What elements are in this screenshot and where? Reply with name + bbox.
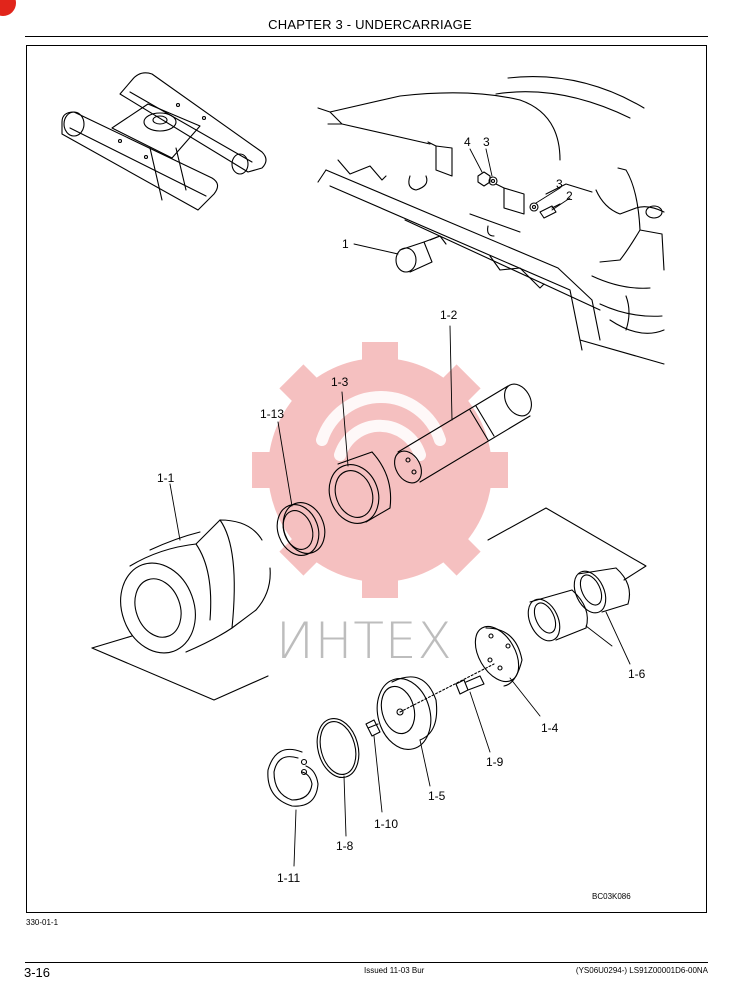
platform-line-left — [91, 635, 133, 649]
platform-line-right — [487, 507, 647, 581]
document-code: (YS06U0294-) LS91Z00001D6-00NA — [575, 966, 708, 975]
watermark-gear-logo — [252, 342, 508, 598]
callout-1-13: 1-13 — [260, 407, 285, 421]
callout-1-4: 1-4 — [541, 721, 559, 735]
footer-rule — [25, 962, 708, 963]
bushing-1-6 — [527, 567, 631, 642]
chapter-title: CHAPTER 3 - UNDERCARRIAGE — [268, 17, 472, 32]
callout-3b: 3 — [483, 135, 490, 149]
figure-code: BC03K086 — [592, 892, 631, 901]
callout-1-2: 1-2 — [440, 308, 458, 322]
callout-1-8: 1-8 — [336, 839, 354, 853]
issued-date: Issued 11-03 Bur — [364, 966, 425, 975]
snap-ring-1-11 — [267, 748, 319, 807]
plug-1-10 — [365, 719, 381, 737]
platform-line-left-b — [91, 647, 269, 701]
bolt-2 — [539, 203, 561, 219]
track-frame-inset — [61, 72, 267, 211]
callout-4: 4 — [464, 135, 471, 149]
corner-tab-marker — [0, 0, 16, 16]
washer-3b — [488, 176, 498, 186]
nut-4 — [477, 171, 491, 187]
callout-1-5: 1-5 — [428, 789, 446, 803]
o-ring-1-8 — [316, 718, 360, 778]
undercarriage-frame-assembly — [317, 76, 665, 365]
callout-1-9: 1-9 — [486, 755, 504, 769]
watermark-text: ИНТЕХ — [276, 612, 453, 670]
callout-1-11: 1-11 — [277, 871, 301, 885]
callout-1-1: 1-1 — [157, 471, 175, 485]
washer-3a — [529, 202, 539, 212]
roller-body-1-1 — [120, 519, 271, 654]
pin-1-2 — [394, 383, 532, 484]
figure-frame — [26, 45, 707, 913]
callout-2: 2 — [566, 189, 573, 203]
collar-1-5 — [376, 663, 495, 750]
callout-3a: 3 — [556, 177, 563, 191]
leader-lines — [169, 148, 631, 867]
seal-ring-1-13 — [276, 502, 326, 556]
header-rule — [25, 36, 708, 37]
idler-shaft-1 — [395, 235, 447, 273]
callout-1: 1 — [342, 237, 349, 251]
bolt-1-9 — [455, 675, 485, 695]
callout-1-10: 1-10 — [374, 817, 399, 831]
callout-1-6: 1-6 — [628, 667, 646, 681]
reference-code: 330-01-1 — [26, 918, 59, 927]
bushing-1-3 — [328, 451, 392, 524]
page-number: 3-16 — [24, 965, 51, 980]
callout-1-3: 1-3 — [331, 375, 349, 389]
